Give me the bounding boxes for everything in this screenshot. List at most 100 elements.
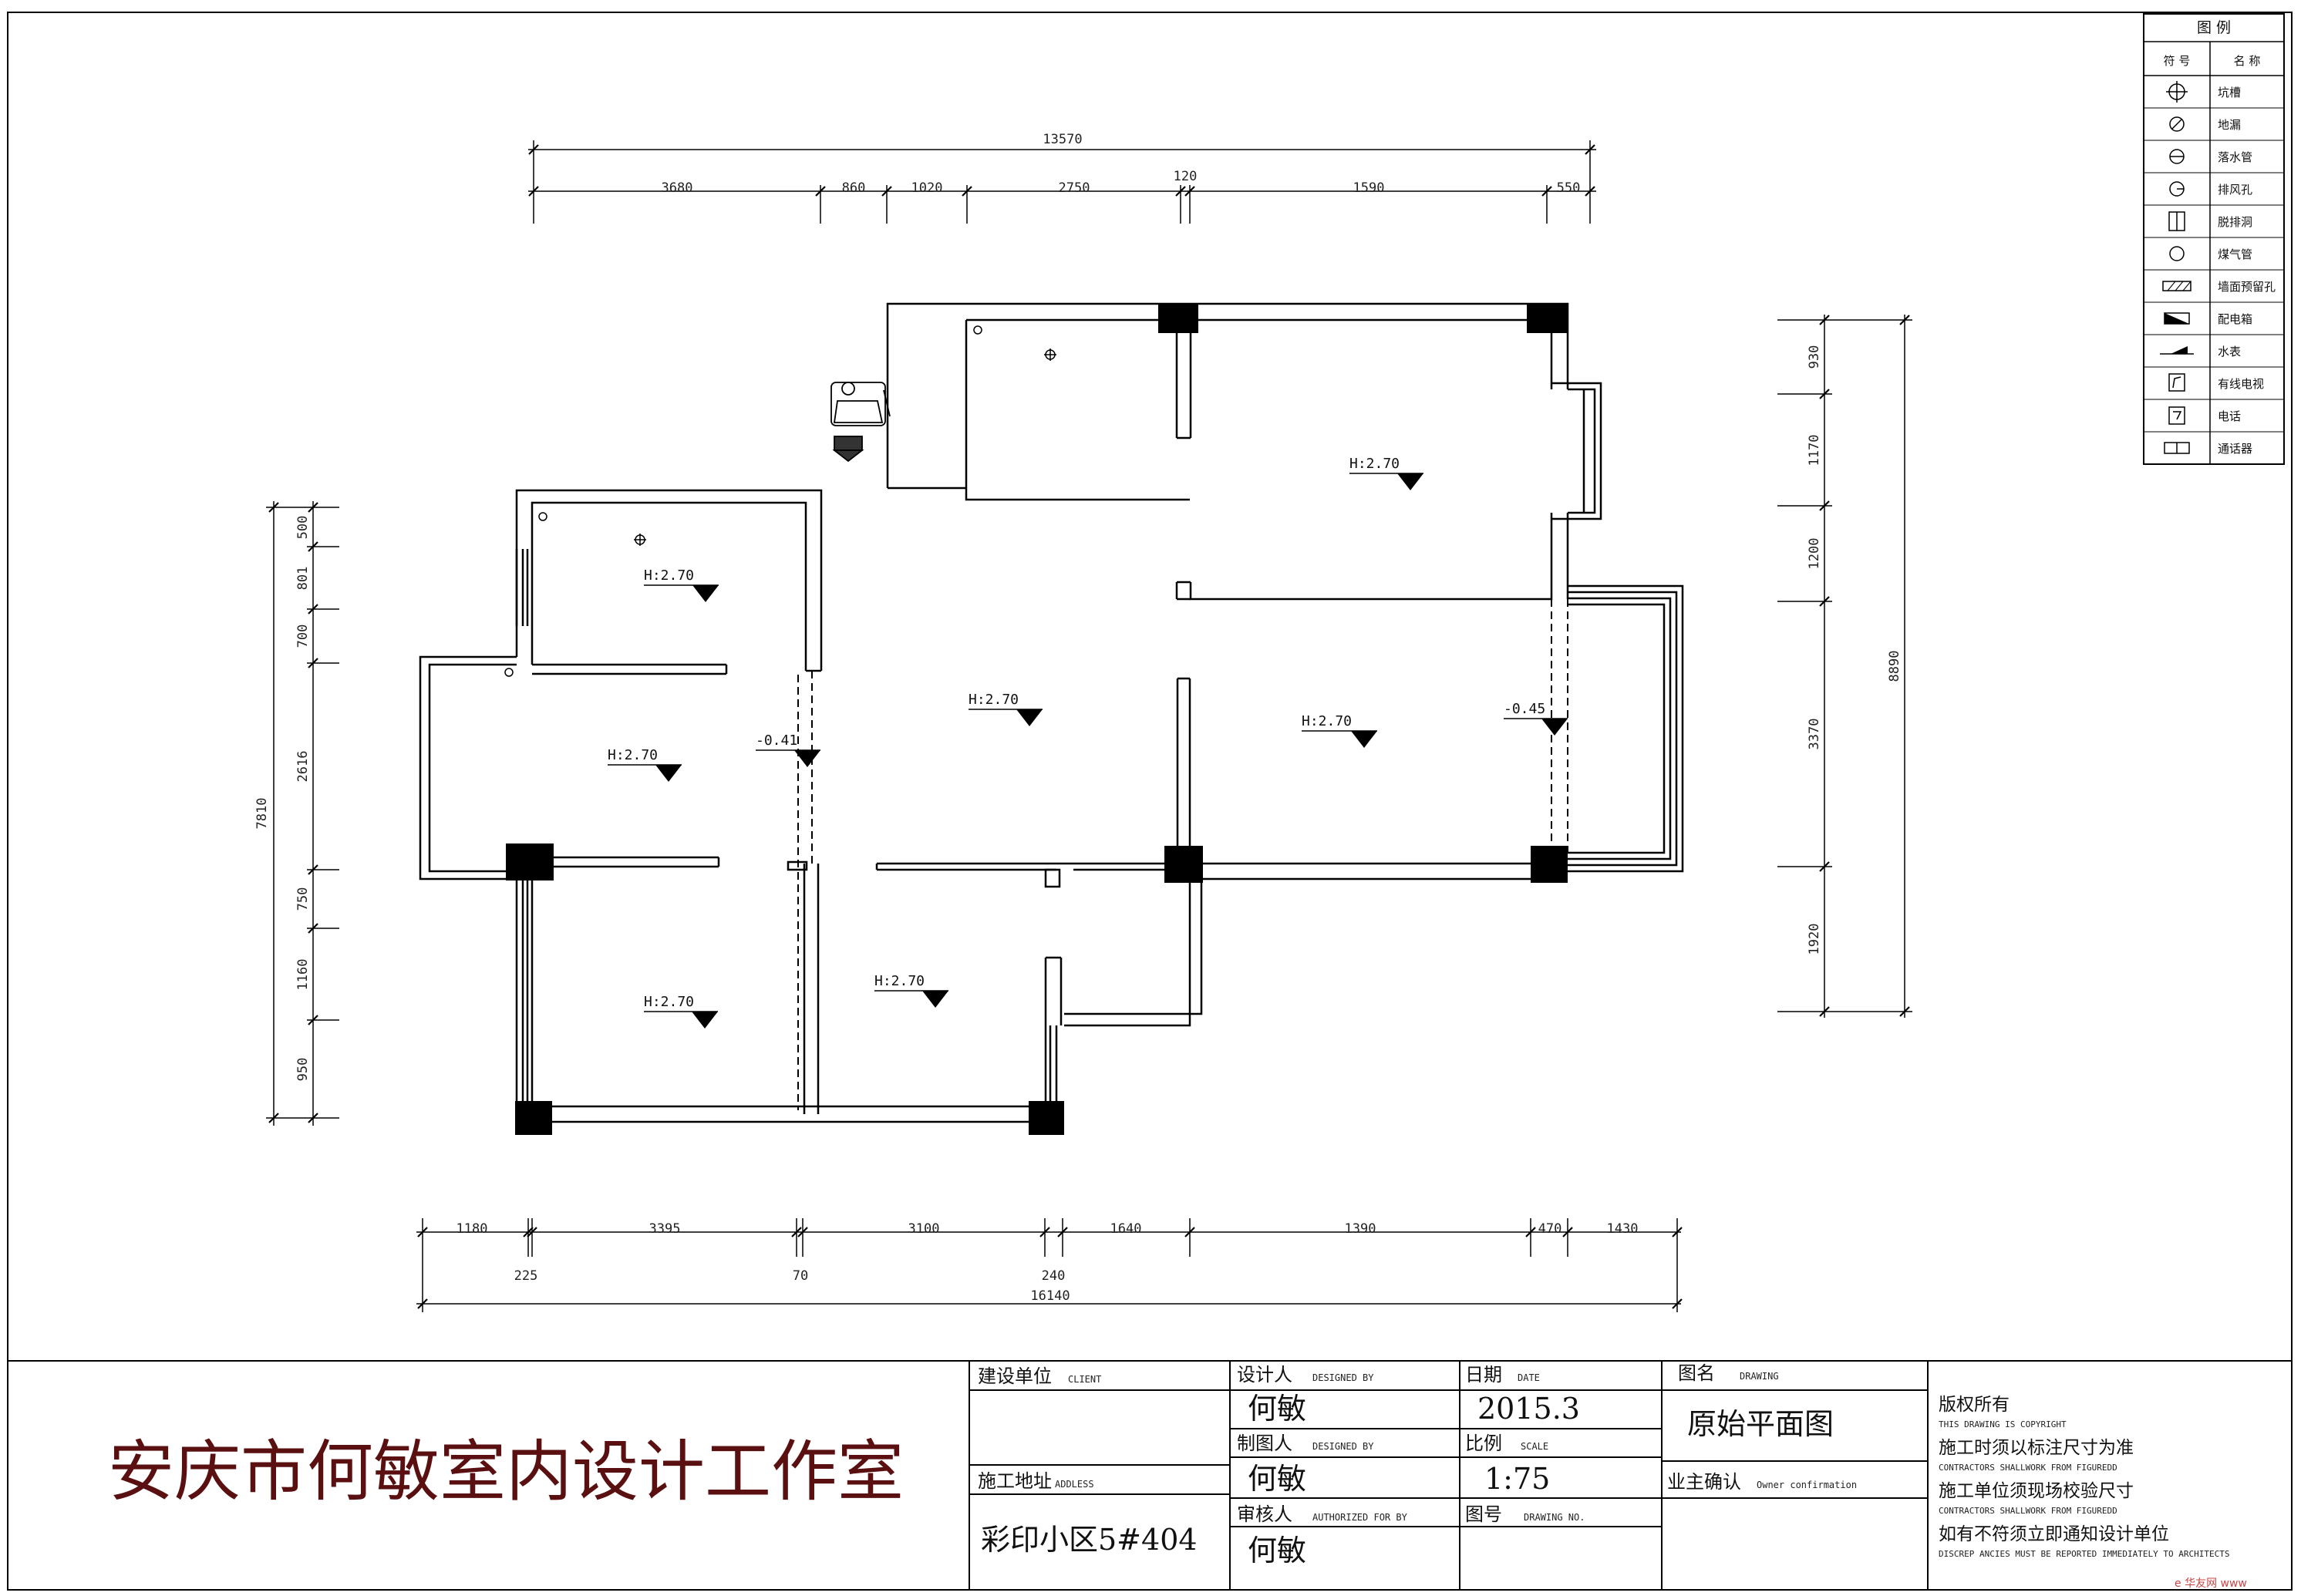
- legend-row: 煤气管: [2144, 246, 2284, 271]
- legend-row: 墙面预留孔: [2144, 280, 2284, 303]
- legend-item-label: 排风孔: [2218, 183, 2252, 197]
- smoke-flue-icon: [2168, 211, 2185, 231]
- walls: [419, 302, 1684, 1123]
- dim-right: 1920: [1807, 924, 1822, 955]
- legend-row: 水表: [2144, 345, 2284, 368]
- owner-label-en: Owner confirmation: [1757, 1480, 1857, 1490]
- level-markers: H:2.70 H:2.70 H:2.70 H:2.70 H:2.70 H:2.7…: [608, 456, 1568, 1029]
- address-value: 彩印小区5#404: [981, 1523, 1198, 1557]
- sheet-border: [7, 12, 2293, 1591]
- dim-right: 1200: [1807, 538, 1822, 570]
- reviewer-value: 何敏: [1248, 1534, 1306, 1567]
- client-label-en: CLIENT: [1068, 1374, 1101, 1385]
- dim-bottom: 1430: [1607, 1221, 1639, 1237]
- dim-bottom-total: 16140: [1030, 1288, 1070, 1304]
- dim-left: 1160: [295, 959, 311, 991]
- gas-pipe-icon: [2169, 246, 2185, 261]
- column: [1527, 304, 1567, 333]
- drain-pipe-icon: [2169, 149, 2185, 164]
- legend-item-label: 水表: [2218, 345, 2241, 359]
- copyright-line: CONTRACTORS SHALLWORK FROM FIGUREDD: [1939, 1463, 2117, 1473]
- copyright-line: DISCREP ANCIES MUST BE REPORTED IMMEDIAT…: [1939, 1549, 2230, 1559]
- date-label: 日期: [1465, 1364, 1502, 1386]
- column: [1164, 846, 1203, 883]
- dim-right: 1170: [1807, 435, 1822, 466]
- address-label-en: ADDLESS: [1055, 1479, 1094, 1490]
- height-label: H:2.70: [1349, 456, 1400, 472]
- owner-label: 业主确认: [1667, 1471, 1741, 1493]
- dim-bottom: 3395: [649, 1221, 681, 1237]
- column: [1029, 1101, 1064, 1135]
- legend-item-label: 配电箱: [2218, 312, 2252, 326]
- drawing-no-label: 图号: [1465, 1503, 1502, 1525]
- dim-top: 1020: [911, 180, 943, 196]
- copyright-line: CONTRACTORS SHALLWORK FROM FIGUREDD: [1939, 1506, 2117, 1516]
- drafter-value: 何敏: [1248, 1462, 1306, 1496]
- legend-row: 落水管: [2144, 149, 2284, 173]
- level-label: -0.41: [756, 732, 797, 749]
- client-label: 建设单位: [978, 1365, 1052, 1387]
- dim-left: 500: [295, 516, 311, 540]
- dim-right-total: 8890: [1887, 651, 1902, 682]
- designer-label: 设计人: [1237, 1364, 1292, 1386]
- dim-left: 950: [295, 1058, 311, 1082]
- dim-left: 2616: [295, 751, 311, 783]
- dim-left: 750: [295, 887, 311, 911]
- dimension-lines: [266, 140, 1912, 1312]
- dim-top: 550: [1557, 180, 1581, 196]
- column: [506, 843, 554, 880]
- legend-row: 坑槽: [2144, 81, 2284, 109]
- legend-item-label: 落水管: [2218, 150, 2252, 164]
- scale-label-en: SCALE: [1521, 1441, 1548, 1452]
- dim-bottom: 1180: [456, 1221, 488, 1237]
- legend-item-label: 坑槽: [2218, 86, 2241, 99]
- legend-col-symbol: 符 号: [2164, 54, 2191, 68]
- column: [515, 1101, 552, 1135]
- drain-pipe-icon: [538, 512, 547, 521]
- designer-label-en: DESIGNED BY: [1312, 1372, 1374, 1383]
- wall-opening-icon: [2162, 281, 2192, 291]
- floor-drain-icon: [2169, 116, 2185, 132]
- watermark: e 华友网 www: [2175, 1577, 2247, 1590]
- legend-row: 电话: [2144, 406, 2284, 433]
- legend-row: 脱排洞: [2144, 211, 2284, 238]
- legend-item-label: 有线电视: [2218, 377, 2264, 391]
- studio-name: 安庆市何敏室内设计工作室: [108, 1433, 904, 1510]
- height-marker: H:2.70: [608, 747, 682, 782]
- legend-title: 图 例: [2197, 19, 2231, 36]
- dim-right: 3370: [1807, 719, 1822, 750]
- height-label: H:2.70: [969, 692, 1019, 708]
- intercom-icon: [2164, 442, 2190, 454]
- drawing-label-en: DRAWING: [1740, 1371, 1779, 1382]
- copyright-line: 施工时须以标注尺寸为准: [1939, 1438, 2134, 1458]
- scale-label: 比例: [1465, 1433, 1502, 1454]
- height-label: H:2.70: [1302, 713, 1352, 729]
- entrance-symbol: [830, 382, 891, 463]
- date-value: 2015.3: [1477, 1392, 1580, 1426]
- copyright-line: 施工单位须现场校验尺寸: [1939, 1481, 2134, 1501]
- dim-right: 930: [1807, 345, 1822, 369]
- drawing-label: 图名: [1678, 1362, 1715, 1384]
- height-marker: H:2.70: [969, 692, 1043, 726]
- dim-top-total: 13570: [1043, 132, 1082, 147]
- height-label: H:2.70: [644, 567, 694, 584]
- legend-item-label: 通话器: [2218, 442, 2252, 456]
- fixtures: [504, 325, 1056, 677]
- dim-top: 2750: [1059, 180, 1090, 196]
- dim-top: 1590: [1353, 180, 1385, 196]
- height-marker: H:2.70: [1349, 456, 1423, 490]
- height-marker: H:2.70: [874, 973, 948, 1008]
- copyright-line: 版权所有: [1939, 1395, 2010, 1415]
- reviewer-label-en: AUTHORIZED FOR BY: [1312, 1512, 1408, 1523]
- address-label: 施工地址: [978, 1470, 1052, 1492]
- height-marker: H:2.70: [1302, 713, 1377, 748]
- copyright-line: 如有不符须立即通知设计单位: [1939, 1524, 2169, 1544]
- telephone-icon: [2168, 406, 2185, 425]
- dim-left: 801: [295, 567, 311, 591]
- level-marker: -0.41: [756, 732, 820, 767]
- height-label: H:2.70: [644, 994, 694, 1010]
- legend-item-label: 墙面预留孔: [2218, 280, 2276, 294]
